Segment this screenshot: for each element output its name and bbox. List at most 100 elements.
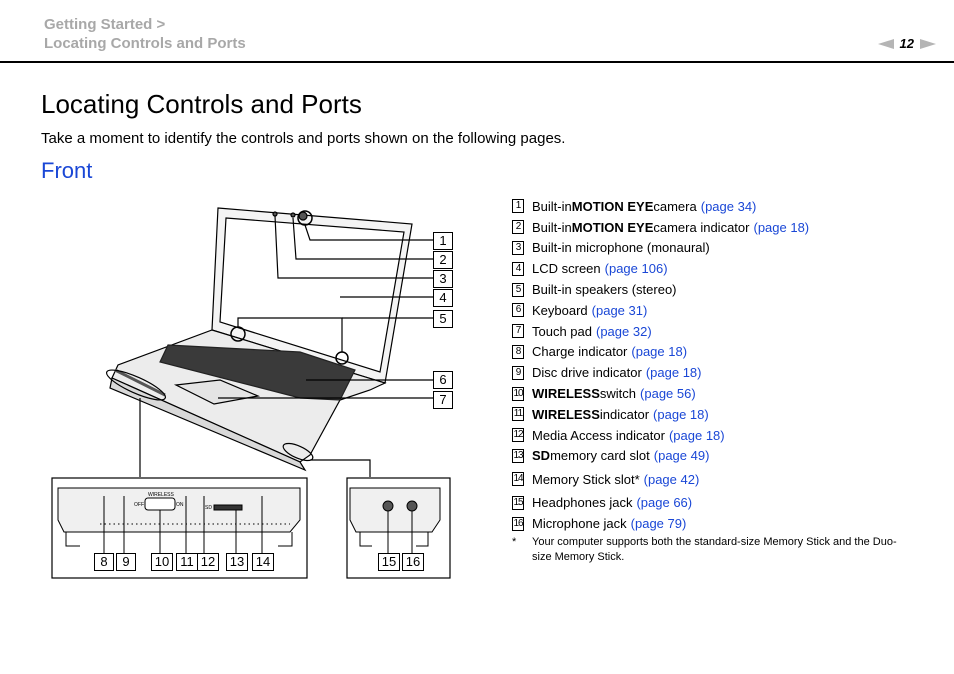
legend-text: camera xyxy=(653,198,697,214)
legend-text: Disc drive indicator xyxy=(532,365,642,381)
legend-number: 9 xyxy=(512,365,524,380)
legend-item: 8 Charge indicator(page 18) xyxy=(512,342,922,363)
legend-item: 2 Built-in MOTION EYE camera indicator(pa… xyxy=(512,217,922,238)
breadcrumb-current[interactable]: Locating Controls and Ports xyxy=(44,35,246,52)
legend-text: Media Access indicator xyxy=(532,427,665,443)
legend-number: 12 xyxy=(512,428,524,443)
legend-bold-text: WIRELESS xyxy=(532,386,600,402)
legend-item: 14 Memory Stick slot*(page 42) xyxy=(512,466,922,492)
legend-text: Built-in xyxy=(532,198,572,214)
legend-item: 1 Built-in MOTION EYE camera(page 34) xyxy=(512,196,922,217)
page-link[interactable]: (page 66) xyxy=(636,495,693,511)
legend-text: Headphones jack xyxy=(532,495,633,511)
legend-text: Built-in microphone (monaural) xyxy=(532,240,710,256)
svg-text:SD: SD xyxy=(205,505,212,511)
legend-text: Memory Stick slot* xyxy=(532,471,640,487)
svg-text:WIRELESS: WIRELESS xyxy=(148,492,175,498)
legend-text: Keyboard xyxy=(532,302,588,318)
callout-2: 2 xyxy=(433,251,453,269)
callout-4: 4 xyxy=(433,289,453,307)
legend-text: switch xyxy=(599,386,637,402)
callout-15: 15 xyxy=(378,553,400,571)
legend-number: 6 xyxy=(512,303,524,318)
callout-14: 14 xyxy=(252,553,274,571)
page-title: Locating Controls and Ports xyxy=(41,89,362,119)
page-link[interactable]: (page 31) xyxy=(591,302,648,318)
legend-number: 5 xyxy=(512,282,524,297)
legend-item: 5 Built-in speakers (stereo) xyxy=(512,279,922,300)
legend-bold-text: SD xyxy=(532,448,551,464)
legend-item: 7 Touch pad(page 32) xyxy=(512,321,922,342)
legend-bold-text: MOTION EYE xyxy=(571,219,654,235)
callout-9: 9 xyxy=(116,553,136,571)
callout-11: 11 xyxy=(176,553,198,571)
next-page-arrow-icon[interactable] xyxy=(920,38,936,49)
legend-number: 16 xyxy=(512,516,524,531)
legend-number: 2 xyxy=(512,220,524,235)
legend-number: 8 xyxy=(512,344,524,359)
page-link[interactable]: (page 18) xyxy=(631,344,688,360)
callout-3: 3 xyxy=(433,270,453,288)
page-link[interactable]: (page 18) xyxy=(653,406,709,422)
svg-text:ON: ON xyxy=(176,502,184,508)
previous-page-arrow-icon[interactable] xyxy=(877,38,894,49)
page-link[interactable]: (page 79) xyxy=(630,516,687,532)
footnote-text: Your computer supports both the standard… xyxy=(532,536,897,563)
legend-number: 11 xyxy=(512,407,524,422)
legend-text: LCD screen xyxy=(532,261,601,277)
callout-8: 8 xyxy=(94,553,114,571)
legend-number: 14 xyxy=(512,472,524,487)
page-link[interactable]: (page 106) xyxy=(604,261,668,277)
page-number: 12 xyxy=(899,36,914,51)
header-divider xyxy=(0,61,954,63)
callout-13: 13 xyxy=(226,553,248,571)
legend-text: Microphone jack xyxy=(532,516,627,532)
footnote-mark: * xyxy=(512,536,517,548)
breadcrumb-parent[interactable]: Getting Started > xyxy=(44,16,166,33)
page-link[interactable]: (page 18) xyxy=(668,427,725,443)
page-link[interactable]: (page 18) xyxy=(645,365,702,381)
page-link[interactable]: (page 42) xyxy=(643,471,700,487)
callout-12: 12 xyxy=(197,553,219,571)
legend-number: 7 xyxy=(512,324,524,339)
legend-text: Built-in xyxy=(532,219,572,235)
callout-6: 6 xyxy=(433,371,453,389)
footnote: * Your computer supports both the standa… xyxy=(512,535,912,565)
callout-7: 7 xyxy=(433,391,453,409)
page-navigation: 12 xyxy=(877,36,936,51)
legend-number: 1 xyxy=(512,199,524,214)
legend-number: 4 xyxy=(512,261,524,276)
legend-number: 13 xyxy=(512,448,524,463)
legend-bold-text: MOTION EYE xyxy=(571,198,654,214)
callout-5: 5 xyxy=(433,310,453,328)
legend-text: Touch pad xyxy=(532,323,592,339)
callout-1: 1 xyxy=(433,232,453,250)
svg-text:OFF: OFF xyxy=(134,502,144,508)
legend-text: memory card slot xyxy=(550,448,650,464)
legend-item: 10 WIRELESS switch(page 56) xyxy=(512,383,922,404)
legend-item: 4 LCD screen(page 106) xyxy=(512,258,922,279)
legend-text: Built-in speakers (stereo) xyxy=(532,282,677,298)
legend-item: 16 Microphone jack(page 79) xyxy=(512,513,922,534)
page-link[interactable]: (page 18) xyxy=(753,219,810,235)
callout-16: 16 xyxy=(402,553,424,571)
section-heading: Front xyxy=(41,158,93,183)
legend-item: 6 Keyboard(page 31) xyxy=(512,300,922,321)
legend-item: 9 Disc drive indicator(page 18) xyxy=(512,362,922,383)
legend-item: 12 Media Access indicator(page 18) xyxy=(512,425,922,446)
page-link[interactable]: (page 34) xyxy=(700,198,757,214)
legend-item: 15 Headphones jack(page 66) xyxy=(512,492,922,513)
intro-text: Take a moment to identify the controls a… xyxy=(41,130,566,147)
page-link[interactable]: (page 56) xyxy=(640,386,696,402)
legend-bold-text: WIRELESS xyxy=(532,406,600,422)
page-link[interactable]: (page 32) xyxy=(596,323,652,339)
legend-number: 10 xyxy=(512,386,524,401)
page-link[interactable]: (page 49) xyxy=(653,448,710,464)
legend-number: 15 xyxy=(512,495,524,510)
legend-text: camera indicator xyxy=(653,219,750,235)
legend-item: 13 SD memory card slot(page 49) xyxy=(512,446,922,467)
legend-text: Charge indicator xyxy=(532,344,628,360)
callout-10: 10 xyxy=(151,553,173,571)
